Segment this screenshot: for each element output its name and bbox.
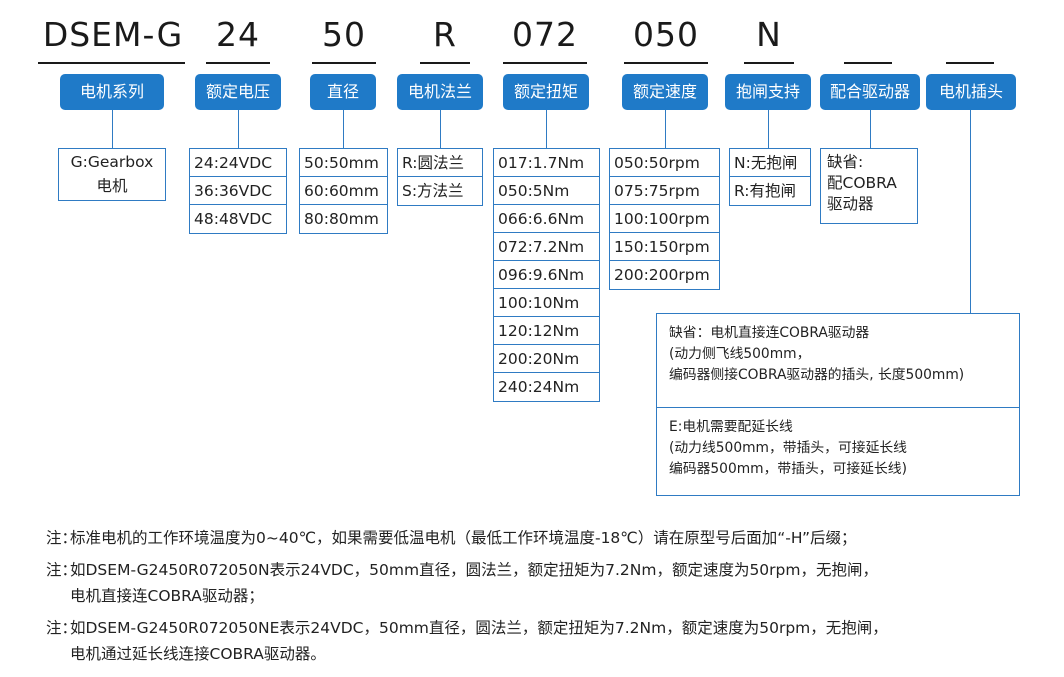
connector-line	[112, 110, 113, 148]
code-part-driver	[837, 12, 897, 58]
code-underline	[744, 62, 794, 64]
code-part-torque: 072	[512, 15, 578, 54]
option-item: 072:7.2Nm	[494, 233, 599, 261]
option-item: 100:100rpm	[610, 205, 719, 233]
option-item: 100:10Nm	[494, 289, 599, 317]
code-part-voltage: 24	[216, 15, 260, 54]
code-part-series: DSEM-G	[42, 15, 184, 54]
options-series: G:Gearbox 电机	[58, 148, 166, 201]
connector-line	[870, 110, 871, 148]
code-part-flange: R	[433, 15, 457, 54]
connector-line	[970, 110, 971, 313]
option-text: 缺省:	[827, 153, 864, 171]
code-underline	[206, 62, 270, 64]
tag-plug: 电机插头	[926, 74, 1016, 110]
options-brake: N:无抱闸 R:有抱闸	[729, 148, 811, 206]
tag-flange: 电机法兰	[397, 74, 483, 110]
option-item: S:方法兰	[402, 182, 464, 200]
option-item: 075:75rpm	[610, 177, 719, 205]
code-part-diameter: 50	[322, 15, 366, 54]
option-item: 066:6.6Nm	[494, 205, 599, 233]
note-text: 电机通过延长线连接COBRA驱动器。	[70, 645, 326, 663]
option-item: 24:24VDC	[190, 149, 286, 177]
options-plug: 缺省：电机直接连COBRA驱动器 (动力侧飞线500mm， 编码器侧接COBRA…	[656, 313, 1020, 496]
tag-series: 电机系列	[60, 74, 164, 110]
plug-default-line: 缺省：电机直接连COBRA驱动器	[669, 325, 870, 341]
plug-option-default: 缺省：电机直接连COBRA驱动器 (动力侧飞线500mm， 编码器侧接COBRA…	[657, 314, 1019, 408]
code-underline	[312, 62, 376, 64]
option-item: 150:150rpm	[610, 233, 719, 261]
option-item: R:圆法兰	[398, 149, 482, 177]
option-text: 驱动器	[827, 195, 874, 213]
option-item: 200:20Nm	[494, 345, 599, 373]
tag-voltage: 额定电压	[195, 74, 281, 110]
option-text: 配COBRA	[827, 174, 897, 192]
code-underline	[624, 62, 708, 64]
plug-extension-line: 编码器500mm，带插头，可接延长线)	[669, 461, 907, 477]
note-text: 标准电机的工作环境温度为0~40℃，如果需要低温电机（最低工作环境温度-18℃）…	[70, 529, 857, 547]
options-diameter: 50:50mm 60:60mm 80:80mm	[299, 148, 388, 234]
connector-line	[546, 110, 547, 148]
code-underline	[946, 62, 994, 64]
option-item: 096:9.6Nm	[494, 261, 599, 289]
plug-default-line: (动力侧飞线500mm，	[669, 346, 811, 362]
note-prefix: 注：	[46, 619, 78, 637]
connector-line	[238, 110, 239, 148]
option-item: 60:60mm	[300, 177, 387, 205]
note-text: 如DSEM-G2450R072050N表示24VDC，50mm直径，圆法兰，额定…	[70, 561, 878, 579]
code-underline	[844, 62, 892, 64]
note: 注： 如DSEM-G2450R072050NE表示24VDC，50mm直径，圆法…	[46, 615, 1046, 667]
note-prefix: 注：	[46, 529, 78, 547]
note-text: 如DSEM-G2450R072050NE表示24VDC，50mm直径，圆法兰，额…	[70, 619, 888, 637]
note-text: 电机直接连COBRA驱动器；	[70, 587, 264, 605]
note: 注： 标准电机的工作环境温度为0~40℃，如果需要低温电机（最低工作环境温度-1…	[46, 525, 1046, 551]
connector-line	[768, 110, 769, 148]
option-text: G:Gearbox	[70, 153, 154, 171]
note-prefix: 注：	[46, 561, 78, 579]
code-underline	[420, 62, 470, 64]
options-driver: 缺省: 配COBRA 驱动器	[820, 148, 918, 224]
connector-line	[343, 110, 344, 148]
code-part-speed: 050	[633, 15, 699, 54]
tag-torque: 额定扭矩	[503, 74, 589, 110]
tag-speed: 额定速度	[622, 74, 708, 110]
connector-line	[665, 110, 666, 148]
connector-line	[440, 110, 441, 148]
plug-extension-line: E:电机需要配延长线	[669, 419, 793, 435]
option-item: 80:80mm	[304, 210, 379, 228]
plug-extension-line: (动力线500mm，带插头，可接延长线	[669, 440, 907, 456]
option-item: 050:50rpm	[610, 149, 719, 177]
notes: 注： 标准电机的工作环境温度为0~40℃，如果需要低温电机（最低工作环境温度-1…	[46, 525, 1046, 667]
option-item: 017:1.7Nm	[494, 149, 599, 177]
option-item: N:无抱闸	[730, 149, 810, 177]
options-speed: 050:50rpm 075:75rpm 100:100rpm 150:150rp…	[609, 148, 720, 290]
code-underline	[38, 62, 185, 64]
tag-driver: 配合驱动器	[820, 74, 920, 110]
option-item: 48:48VDC	[194, 210, 273, 228]
option-text: 电机	[96, 177, 128, 195]
plug-option-extension: E:电机需要配延长线 (动力线500mm，带插头，可接延长线 编码器500mm，…	[657, 408, 1019, 489]
option-item: 36:36VDC	[190, 177, 286, 205]
options-flange: R:圆法兰 S:方法兰	[397, 148, 483, 206]
options-voltage: 24:24VDC 36:36VDC 48:48VDC	[189, 148, 287, 234]
option-item: 050:5Nm	[494, 177, 599, 205]
tag-brake: 抱闸支持	[725, 74, 811, 110]
note: 注： 如DSEM-G2450R072050N表示24VDC，50mm直径，圆法兰…	[46, 557, 1046, 609]
options-torque: 017:1.7Nm 050:5Nm 066:6.6Nm 072:7.2Nm 09…	[493, 148, 600, 402]
plug-default-line: 编码器侧接COBRA驱动器的插头, 长度500mm)	[669, 367, 965, 383]
tag-diameter: 直径	[310, 74, 376, 110]
option-item: 120:12Nm	[494, 317, 599, 345]
code-underline	[503, 62, 587, 64]
option-item: 50:50mm	[300, 149, 387, 177]
option-item: 200:200rpm	[614, 266, 710, 284]
option-item: 240:24Nm	[498, 378, 580, 396]
code-part-plug	[940, 12, 1000, 58]
code-part-brake: N	[756, 15, 782, 54]
option-item: R:有抱闸	[734, 182, 797, 200]
